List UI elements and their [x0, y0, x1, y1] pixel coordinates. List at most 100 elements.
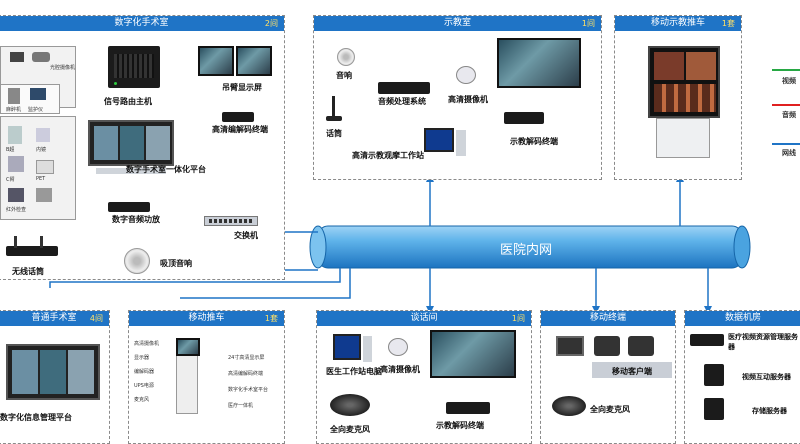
equipment-label-2: 监护仪: [28, 107, 44, 113]
cart-label-1: 显示器: [134, 355, 150, 361]
panel-title: 移动终端: [589, 313, 626, 323]
equipment-label-6: PET: [36, 176, 46, 182]
monitor2-icon: [30, 88, 46, 100]
panel-count: 1套: [721, 19, 735, 28]
panel-datacenter: 数据机房: [684, 310, 800, 444]
mobile-mic-icon: [552, 396, 586, 416]
ceiling-speaker-icon: [124, 248, 150, 274]
cart-label-0: 高清摄像机: [134, 341, 160, 347]
legend-video: 视频: [782, 77, 796, 85]
label-interact-server: 视频互动服务器: [742, 373, 791, 381]
workstation-monitor: [424, 128, 454, 152]
label-wireless-mic: 无线话筒: [12, 267, 44, 276]
signal-router-host: [108, 46, 160, 88]
mic-icon: [14, 236, 17, 248]
panel-header: 谈话间 1间: [317, 311, 531, 326]
panel-header: 数字化手术室 2间: [0, 16, 284, 31]
audio-processor: [378, 82, 430, 94]
equipment-label-5: C臂: [6, 177, 15, 183]
camera-device-icon: [32, 52, 50, 62]
cart-label-8: 医疗一体机: [228, 403, 254, 409]
cart-stand: [656, 118, 710, 158]
label-teaching-mic: 话筒: [326, 129, 342, 138]
speaker-icon: [337, 48, 355, 66]
panel-title: 示教室: [443, 18, 471, 28]
teaching-display: [497, 38, 581, 88]
panel-count: 1间: [581, 19, 595, 28]
mic-base: [326, 116, 342, 121]
storage-server: [704, 398, 724, 420]
panel-title: 普通手术室: [31, 313, 77, 323]
tablet-icon: [594, 336, 620, 356]
talk-decoder: [446, 402, 490, 414]
talk-display: [430, 330, 516, 378]
label-teaching-decoder: 示教解码终端: [510, 137, 558, 146]
interact-server: [704, 364, 724, 386]
label-speaker: 音响: [336, 71, 352, 80]
label-decoder: 高清编解码终端: [212, 125, 268, 134]
label-info-platform: 数字化信息管理平台: [0, 413, 72, 422]
panel-title: 数据机房: [724, 313, 761, 323]
client-label-bg: [592, 362, 672, 378]
equipment-label-7: 红外检查: [6, 207, 27, 213]
panel-header: 移动终端: [541, 311, 675, 326]
label-ceiling: 吊臂显示屏: [222, 83, 262, 92]
panel-count: 2间: [264, 19, 278, 28]
panel-title: 谈话间: [410, 313, 438, 323]
legend-network: 网线: [782, 149, 796, 157]
network-label: 医院内网: [500, 243, 553, 258]
label-audio: 音频处理系统: [378, 97, 426, 106]
panel-count: 1套: [264, 314, 278, 323]
mic-icon-2: [40, 236, 43, 248]
carm-icon: [8, 156, 24, 172]
cart-display: [648, 46, 720, 118]
hd-camera-icon: [456, 66, 476, 84]
label-mobile-mic: 全向麦克风: [590, 405, 630, 414]
normal-or-screen: [6, 344, 100, 400]
platform-keyboard: [96, 168, 166, 174]
panel-header: 移动推车 1套: [129, 311, 284, 326]
ceiling-display: [198, 46, 234, 76]
teaching-decoder: [504, 112, 544, 124]
equipment-label-3: B超: [6, 147, 15, 153]
digital-audio-amp: [108, 202, 150, 212]
laptop-icon: [556, 336, 584, 356]
label-talk-camera: 高清摄像机: [380, 365, 420, 374]
label-ceiling-speaker: 吸顶音响: [160, 259, 192, 268]
endoscope-icon: [36, 128, 50, 142]
label-switch: 交换机: [234, 231, 258, 240]
scanner-icon: [36, 188, 52, 202]
workstation-pc: [456, 130, 466, 156]
label-mgmt-server: 医疗视频资源管理服务器: [728, 333, 798, 351]
label-talk-mic: 全向麦克风: [330, 425, 370, 434]
doctor-pc-monitor: [333, 334, 361, 360]
panel-header: 普通手术室 4间: [0, 311, 109, 326]
panel-header: 示教室 1间: [314, 16, 601, 31]
panel-title: 移动示教推车: [650, 18, 705, 28]
label-doctor-pc: 医生工作站电脑: [326, 367, 382, 376]
ultrasound-icon: [8, 126, 22, 144]
pet-icon: [36, 160, 54, 174]
ceiling-display-2: [236, 46, 272, 76]
equipment-label-0: 光腔摄像机: [50, 65, 76, 71]
cart-label-4: 麦克风: [134, 397, 150, 403]
wireless-mic-receiver: [6, 246, 58, 256]
label-talk-decoder: 示教解码终端: [436, 421, 484, 430]
panel-count: 4间: [89, 314, 103, 323]
cart-label-2: 编解码器: [134, 369, 155, 375]
cart-label-3: UPS电源: [134, 383, 154, 389]
panel-mobile-cart: 移动推车 1套: [128, 310, 285, 444]
label-storage-server: 存储服务器: [752, 407, 787, 415]
hd-codec-terminal: [222, 112, 254, 122]
panel-title: 移动推车: [188, 313, 225, 323]
phone-icon: [628, 336, 654, 356]
talk-mic-icon: [330, 394, 370, 416]
legend-audio: 音频: [782, 111, 796, 119]
cart-label-7: 数字化手术室平台: [228, 387, 269, 393]
panel-count: 1间: [511, 314, 525, 323]
equipment-label-1: 麻醉机: [6, 107, 22, 113]
mgmt-server: [690, 334, 724, 346]
gooseneck-mic-icon: [332, 96, 335, 118]
panel-title: 数字化手术室: [114, 18, 169, 28]
network-switch: [204, 216, 258, 226]
